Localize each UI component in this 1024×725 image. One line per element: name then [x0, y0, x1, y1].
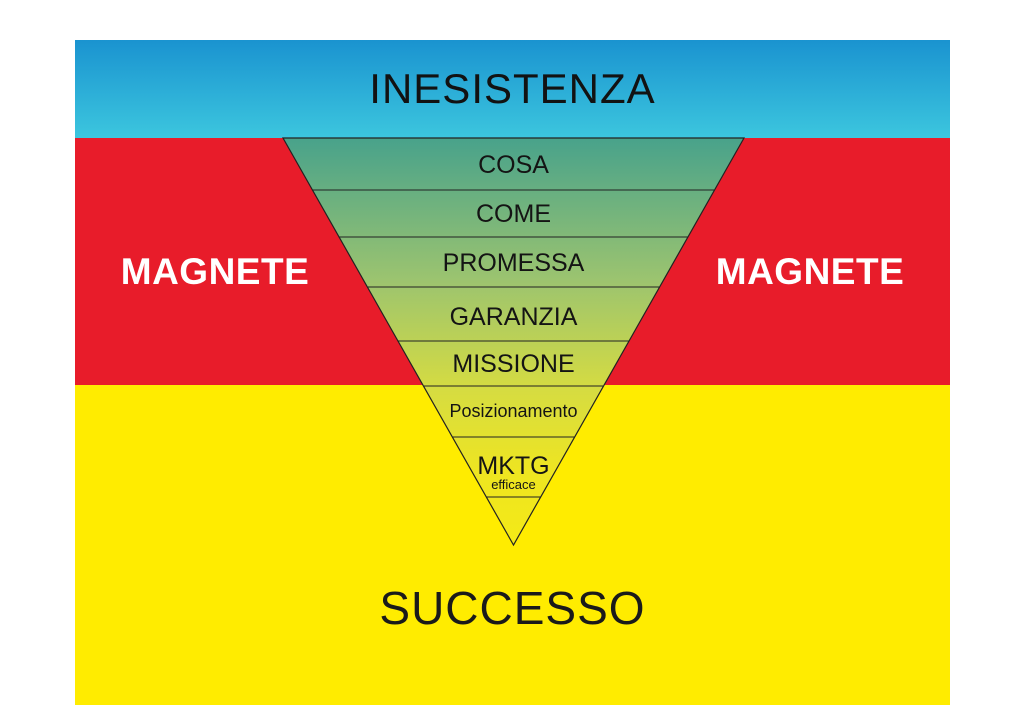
- magnete-left-label: MAGNETE: [120, 251, 310, 292]
- inesistenza-band: INESISTENZA: [75, 40, 950, 138]
- diagram-inner-area: INESISTENZA MAGNETE MAGNETE SUCCESSO: [75, 40, 950, 705]
- successo-label: SUCCESSO: [379, 582, 646, 634]
- magnete-right-label: MAGNETE: [715, 251, 905, 292]
- magnete-band: MAGNETE MAGNETE: [75, 138, 950, 385]
- inesistenza-label: INESISTENZA: [369, 65, 656, 112]
- successo-band: SUCCESSO: [75, 385, 950, 705]
